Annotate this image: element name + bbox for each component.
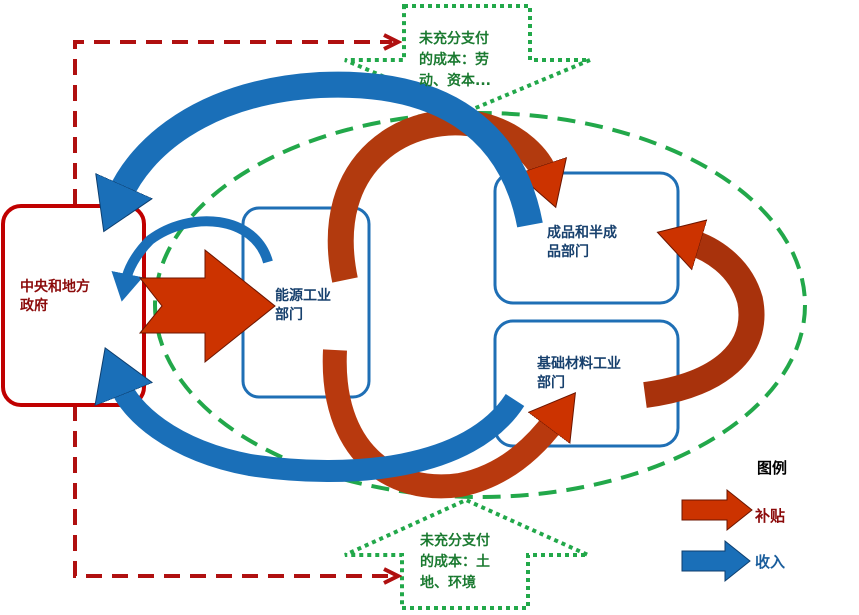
dashed-flow-bottom <box>73 405 392 576</box>
legend-title: 图例 <box>757 459 788 477</box>
energy-label: 能源工业 部门 <box>275 288 331 323</box>
legend-subsidy-label: 补贴 <box>755 507 786 525</box>
income-arrow-finished-to-government <box>120 71 543 225</box>
callout-bottom-text: 未充分支付 的成本：土 地、环境 <box>420 533 490 591</box>
legend-income-label: 收入 <box>755 553 786 571</box>
callout-top-shape <box>344 4 591 115</box>
subsidy-arrow-materials-to-finished <box>643 242 765 408</box>
government-label: 中央和地方 政府 <box>20 279 90 314</box>
government-box <box>1 204 146 407</box>
income-arrow-energy-to-government <box>111 216 273 302</box>
subsidy-arrow-energy-to-finished <box>327 109 545 283</box>
materials-label: 基础材料工业 部门 <box>537 356 621 391</box>
callout-bottom-shape <box>344 497 589 610</box>
subsidy-arrow-energy-to-materials <box>322 349 555 499</box>
subsidy-arrow-government-to-energy <box>138 248 276 364</box>
income-arrow-materials-to-government <box>120 385 525 482</box>
finished-label: 成品和半成 品部门 <box>547 225 617 260</box>
callout-top-text: 未充分支付 的成本：劳 动、资本... <box>419 31 491 89</box>
legend-income-icon <box>681 539 751 583</box>
legend-subsidy-icon <box>681 488 753 532</box>
dashed-flow-top <box>73 42 392 205</box>
